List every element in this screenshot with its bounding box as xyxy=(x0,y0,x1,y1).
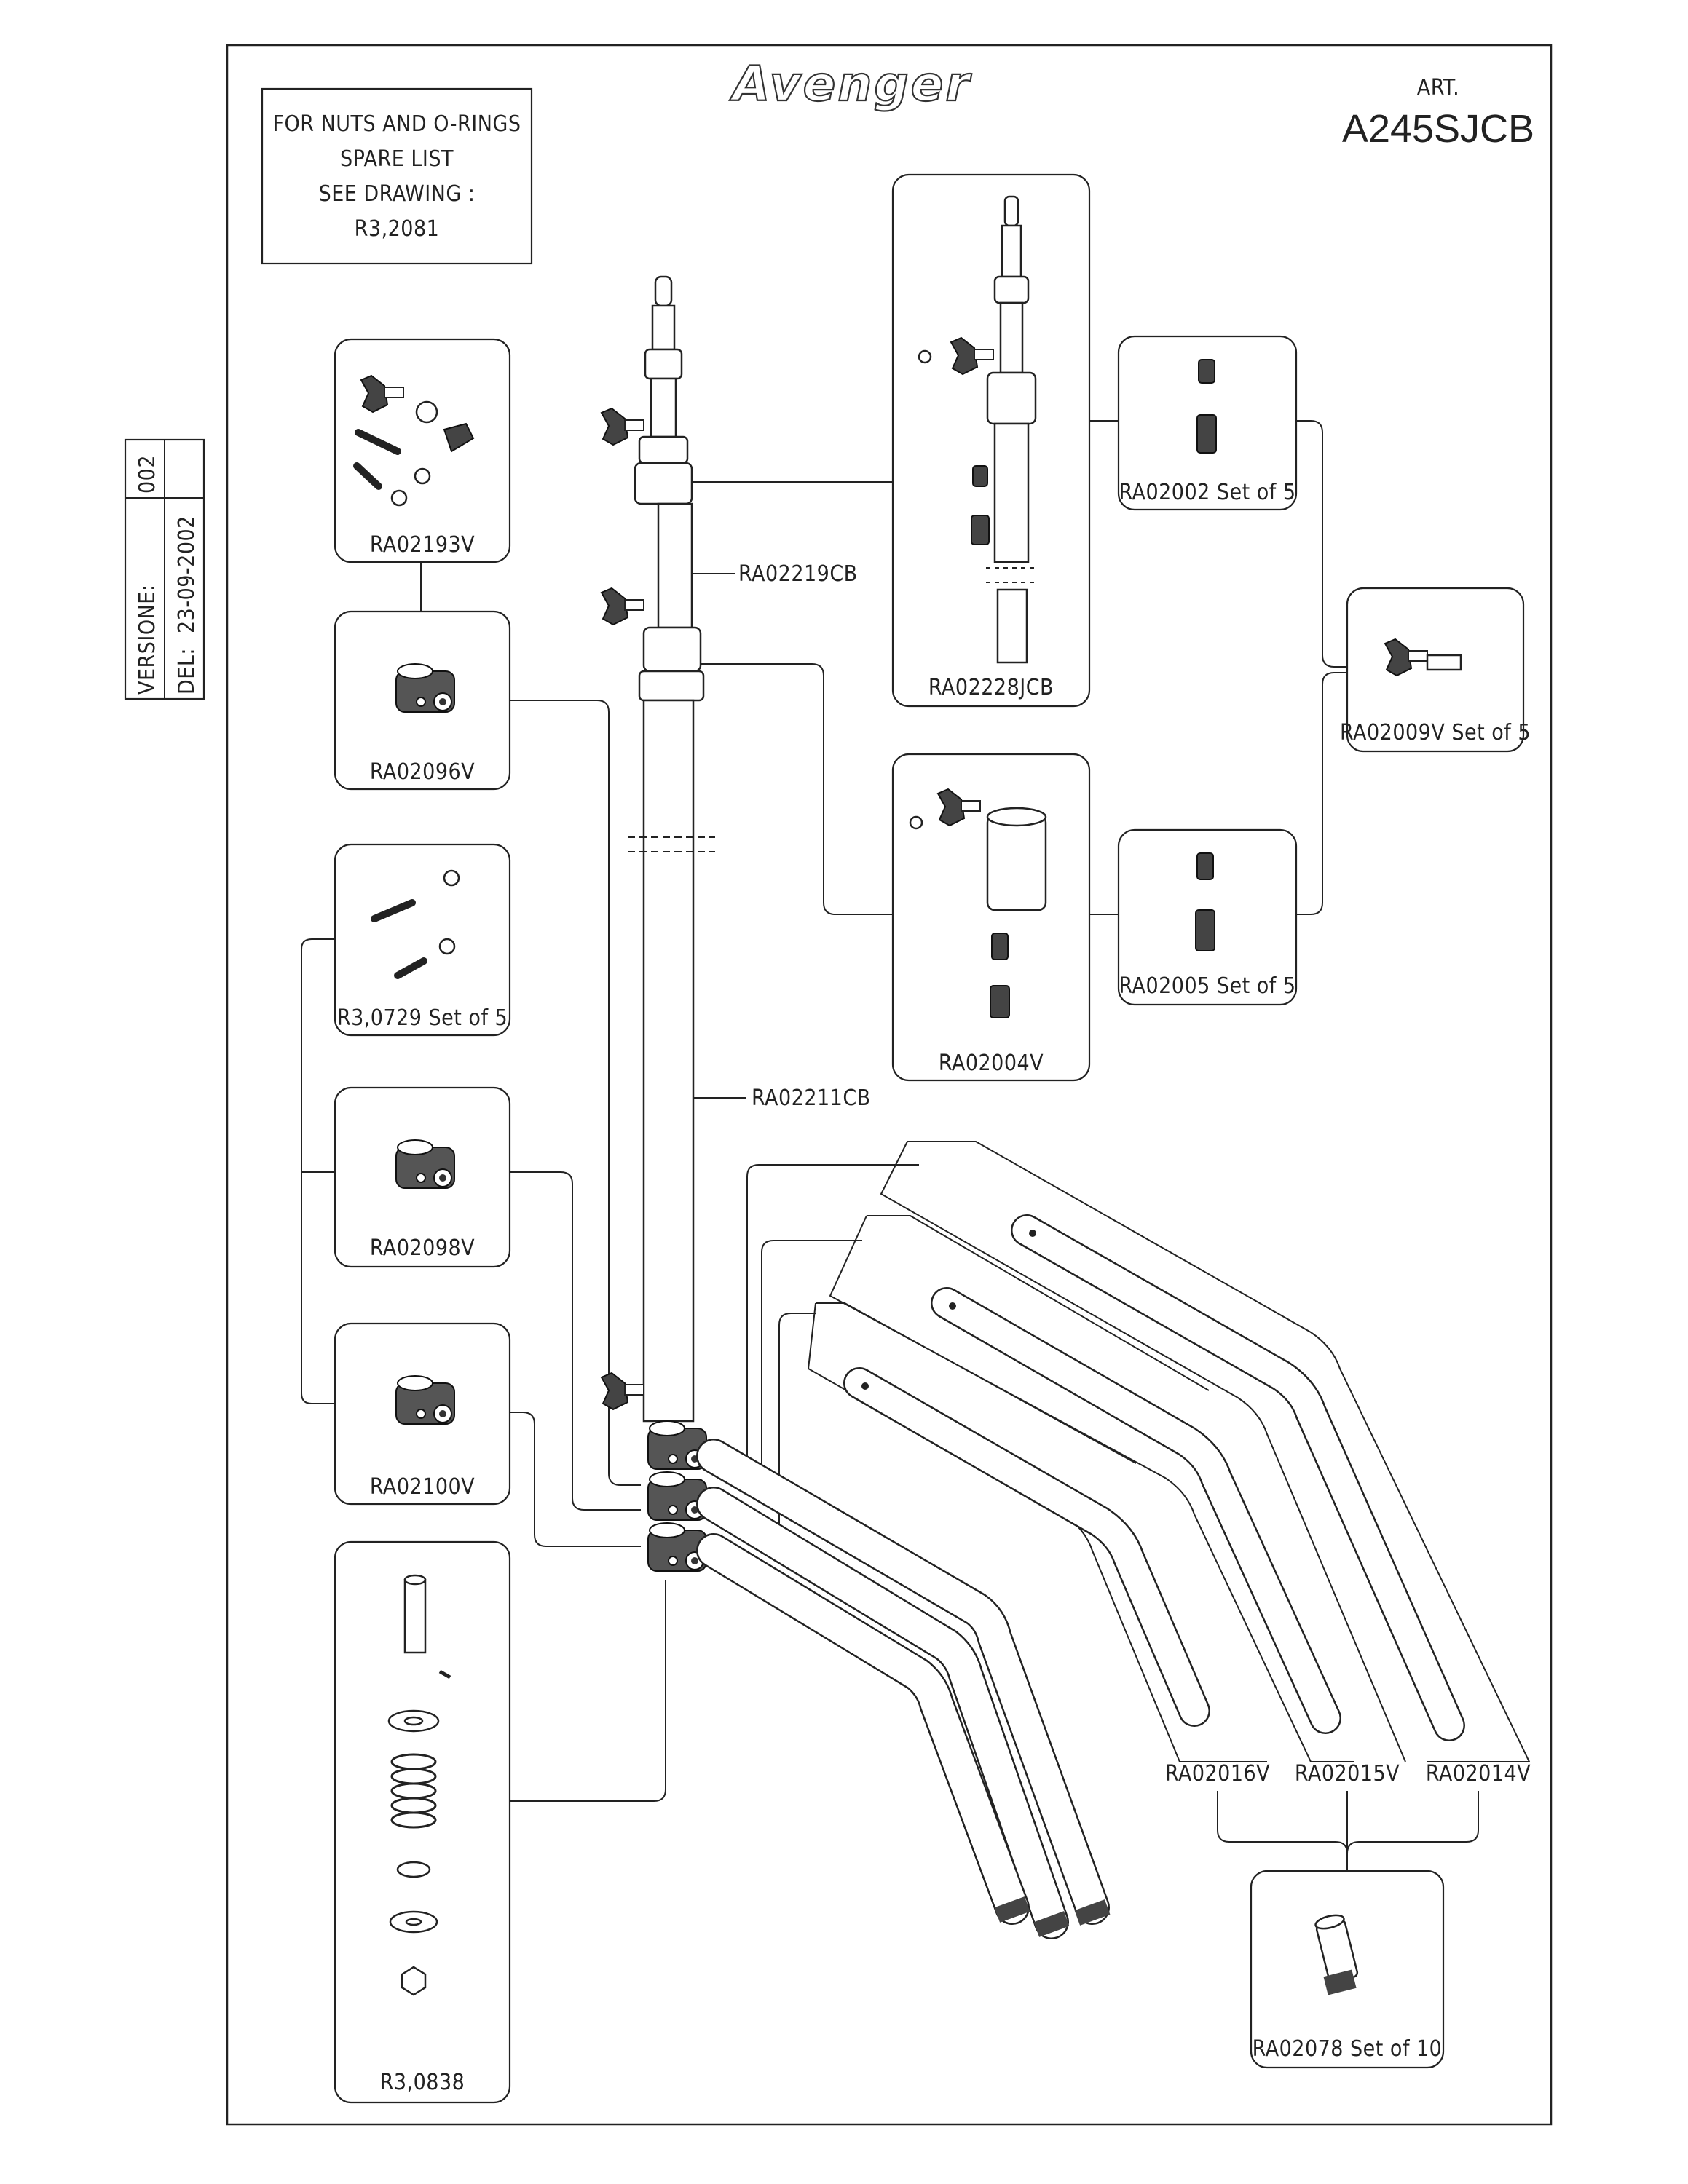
part-ra02096v: RA02096V xyxy=(334,610,511,791)
version-block: VERSIONE: 002 DEL: 23-09-2002 xyxy=(124,438,205,700)
label-ra02016v: RA02016V xyxy=(1165,1761,1270,1787)
legs xyxy=(696,1439,1111,1939)
label-ra02002: RA02002 Set of 5 xyxy=(1119,480,1295,505)
leader-lines xyxy=(301,420,1479,1871)
part-r30729: R3,0729 Set of 5 xyxy=(334,843,511,1037)
del-label: DEL: xyxy=(174,648,200,695)
label-ra02015v: RA02015V xyxy=(1295,1761,1400,1787)
label-ra02100v: RA02100V xyxy=(370,1474,475,1500)
label-ra02005: RA02005 Set of 5 xyxy=(1119,973,1295,999)
label-ra02014v: RA02014V xyxy=(1426,1761,1531,1787)
label-ra02228jcb: RA02228JCB xyxy=(928,675,1054,700)
label-ra02193v: RA02193V xyxy=(370,532,475,558)
drawing-frame xyxy=(226,44,1553,2126)
part-ra02004v: RA02004V xyxy=(891,753,1091,1082)
label-ra02096v: RA02096V xyxy=(370,759,475,785)
part-r30838: R3,0838 xyxy=(334,1540,511,2104)
part-ra02228jcb: RA02228JCB xyxy=(891,173,1091,708)
part-ra02193v: RA02193V xyxy=(334,338,511,563)
part-ra02009v: RA02009V Set of 5 xyxy=(1340,587,1531,753)
part-ra02100v: RA02100V xyxy=(334,1322,511,1506)
label-ra02098v: RA02098V xyxy=(370,1235,475,1261)
label-ra02211cb: RA02211CB xyxy=(752,1085,871,1111)
label-ra02004v: RA02004V xyxy=(939,1051,1044,1076)
spare-note-line-3: SEE DRAWING : xyxy=(319,181,476,207)
part-ra02098v: RA02098V xyxy=(334,1086,511,1268)
spare-note-line-1: FOR NUTS AND O-RINGS xyxy=(273,111,521,137)
versione-value: 002 xyxy=(135,455,160,494)
label-ra02219cb: RA02219CB xyxy=(738,561,858,587)
versione-label: VERSIONE: xyxy=(135,585,160,695)
label-r30729: R3,0729 Set of 5 xyxy=(337,1005,508,1031)
del-value: 23-09-2002 xyxy=(174,515,200,633)
central-stand xyxy=(601,275,715,1572)
label-ra02009v: RA02009V Set of 5 xyxy=(1340,720,1531,745)
spare-note-line-4: R3,2081 xyxy=(355,216,440,242)
brand-title: Avenger xyxy=(729,56,971,112)
exploded-legs xyxy=(807,1141,1531,1762)
art-label: ART. xyxy=(1417,75,1460,100)
art-code: A245SJCB xyxy=(1342,107,1534,151)
part-ra02002: RA02002 Set of 5 xyxy=(1117,335,1298,511)
label-ra02078: RA02078 Set of 10 xyxy=(1253,2036,1443,2062)
part-ra02005: RA02005 Set of 5 xyxy=(1117,828,1298,1006)
spare-note-line-2: SPARE LIST xyxy=(340,146,454,172)
part-ra02078: RA02078 Set of 10 xyxy=(1250,1870,1445,2069)
spare-note-box: FOR NUTS AND O-RINGS SPARE LIST SEE DRAW… xyxy=(261,87,533,265)
label-r30838: R3,0838 xyxy=(380,2070,465,2095)
